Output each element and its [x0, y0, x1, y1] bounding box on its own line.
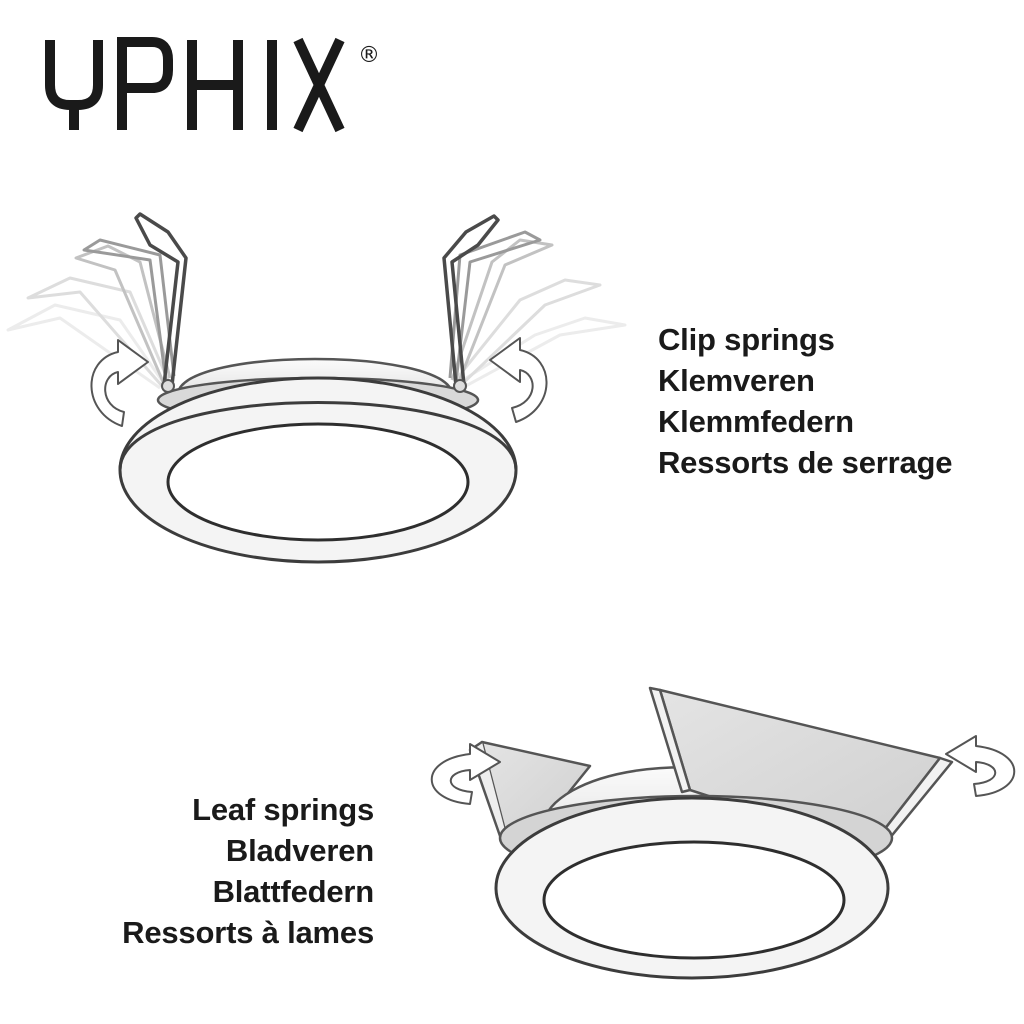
- yphix-logo: ®: [45, 37, 380, 133]
- leaf-spring-fixture: [468, 686, 954, 980]
- leaf-springs-labels: Leaf springs Bladveren Blattfedern Resso…: [122, 789, 374, 953]
- leaf-springs-label-de: Blattfedern: [212, 874, 375, 909]
- clip-springs-labels: Clip springs Klemveren Klemmfedern Resso…: [658, 319, 953, 483]
- clip-springs-label-fr: Ressorts de serrage: [658, 445, 953, 480]
- leaf-springs-label-nl: Bladveren: [225, 833, 374, 868]
- clip-springs-label-nl: Klemveren: [658, 363, 815, 398]
- clip-springs-label-en: Clip springs: [658, 322, 835, 357]
- leaf-springs-label-fr: Ressorts à lames: [122, 915, 374, 950]
- clip-spring-fixture: [6, 212, 627, 564]
- clip-springs-label-de: Klemmfedern: [658, 404, 854, 439]
- leaf-springs-label-en: Leaf springs: [192, 792, 374, 827]
- rotate-left-arrow-icon: [90, 339, 149, 427]
- rotate-left-arrow-icon: [430, 743, 501, 805]
- rotate-right-arrow-icon: [489, 337, 548, 423]
- svg-text:®: ®: [358, 43, 380, 68]
- rotate-right-arrow-icon: [945, 735, 1016, 797]
